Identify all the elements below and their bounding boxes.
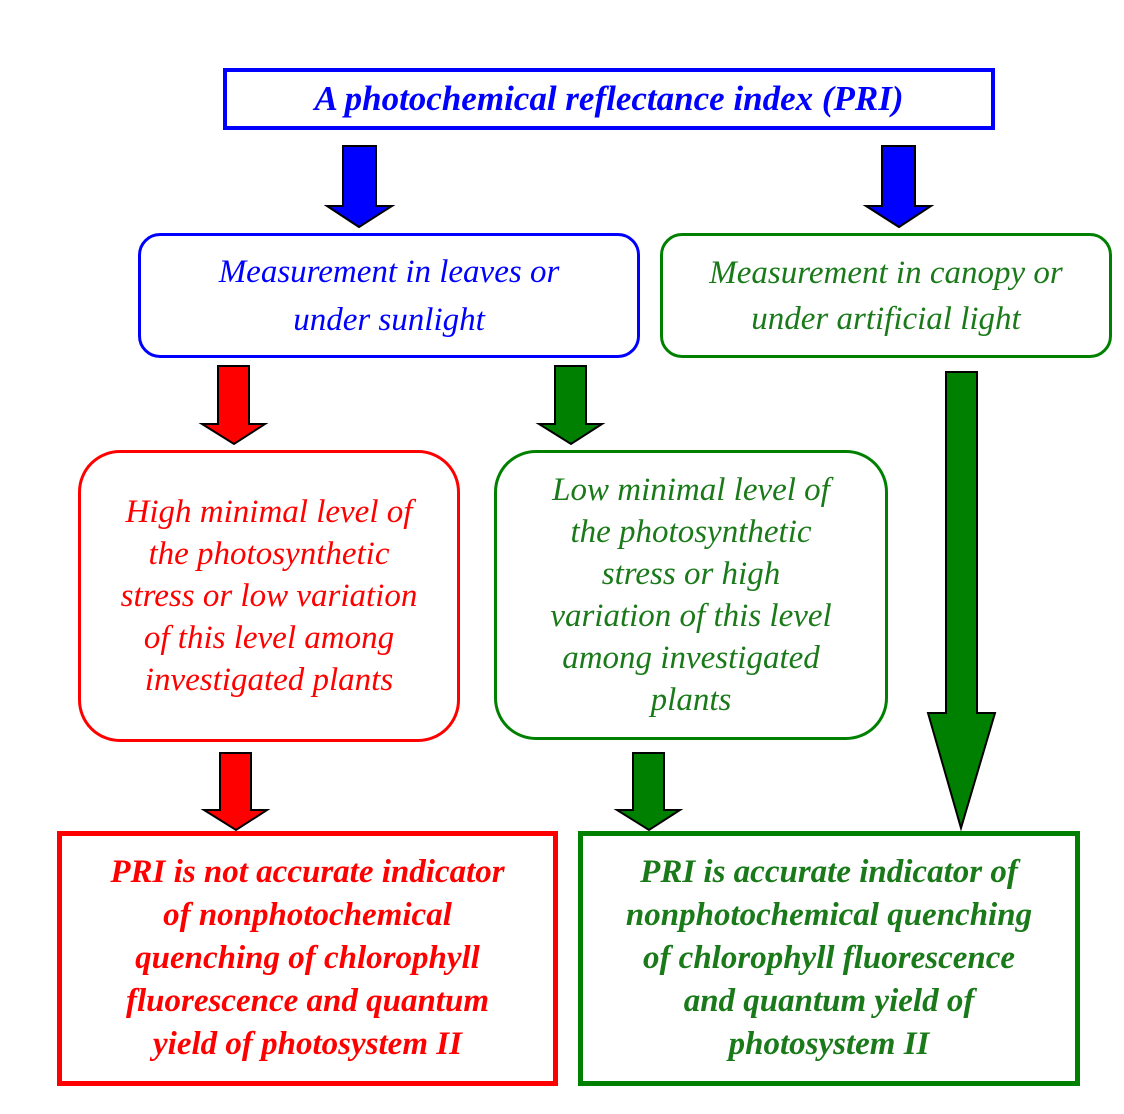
leaves-sunlight-box: Measurement in leaves or under sunlight [138, 233, 640, 358]
arrow-top-to-leaves [323, 145, 396, 229]
not-accurate-text: PRI is not accurate indicator of nonphot… [110, 854, 505, 1062]
canopy-artificial-box: Measurement in canopy or under artificia… [660, 233, 1112, 358]
accurate-box: PRI is accurate indicator of nonphotoche… [578, 831, 1080, 1086]
canopy-artificial-text: Measurement in canopy or under artificia… [709, 254, 1063, 337]
pri-title-text: A photochemical reflectance index (PRI) [314, 79, 904, 118]
high-stress-text: High minimal level of the photosynthetic… [120, 494, 418, 698]
arrow-top-to-canopy [862, 145, 935, 229]
low-stress-text: Low minimal level of the photosynthetic … [550, 472, 832, 718]
high-stress-box: High minimal level of the photosynthetic… [78, 450, 460, 742]
arrow-canopy-to-accurate [926, 371, 997, 832]
low-stress-box: Low minimal level of the photosynthetic … [494, 450, 888, 740]
accurate-text: PRI is accurate indicator of nonphotoche… [625, 854, 1033, 1062]
not-accurate-box: PRI is not accurate indicator of nonphot… [57, 831, 558, 1086]
leaves-sunlight-text: Measurement in leaves or under sunlight [218, 253, 560, 338]
arrow-low-to-accurate [613, 752, 684, 832]
arrow-leaves-to-high [198, 365, 269, 446]
arrow-leaves-to-low [535, 365, 606, 446]
arrow-high-to-not-accurate [200, 752, 271, 832]
pri-title-box: A photochemical reflectance index (PRI) [223, 68, 995, 130]
